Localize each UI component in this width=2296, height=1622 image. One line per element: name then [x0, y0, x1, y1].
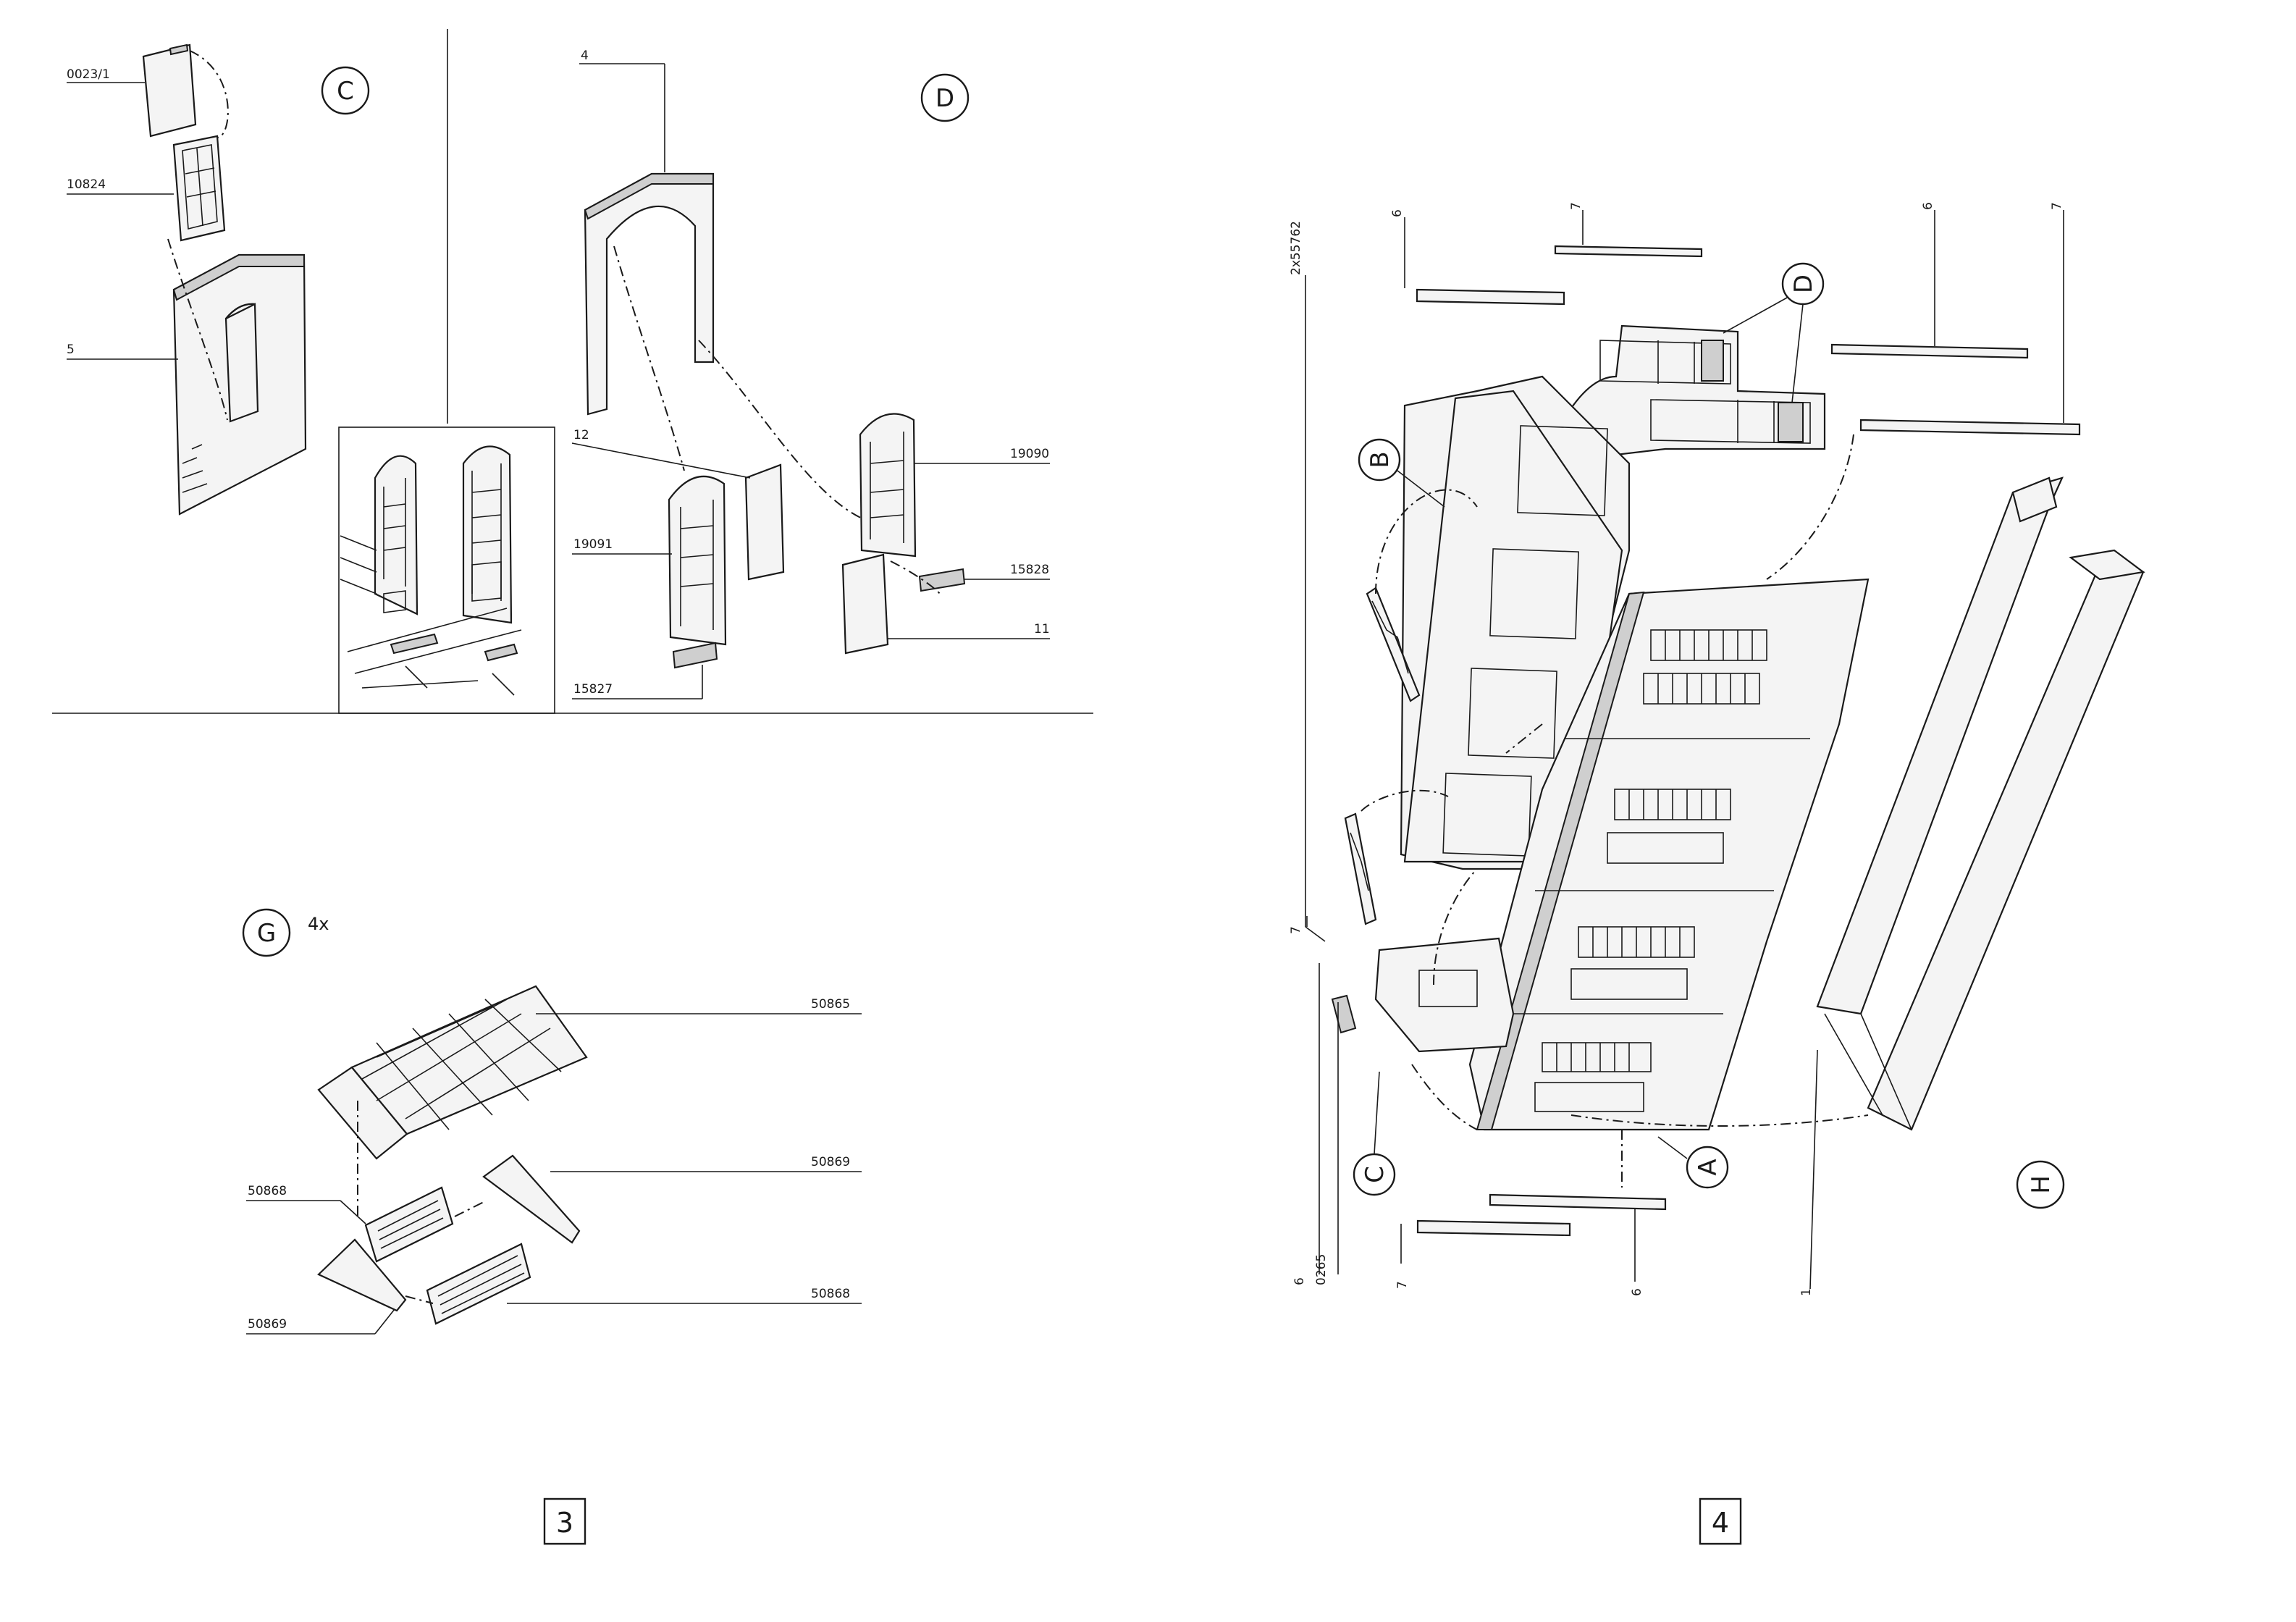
section-d-marker: D — [922, 75, 968, 121]
label-hinge-left: 15827 — [573, 682, 613, 697]
label-strip-7-top: 7 — [1569, 202, 1584, 210]
svg-text:C: C — [1361, 1166, 1389, 1183]
label-arch-wall: 4 — [581, 49, 589, 63]
page-number-4: 4 — [1700, 1499, 1741, 1544]
callout-a: A — [1658, 1137, 1728, 1188]
label-glass: 11 — [1034, 622, 1050, 636]
label-strip-6-right: 6 — [1921, 202, 1935, 210]
callout-c: C — [1354, 1072, 1395, 1195]
label-door-panel: 12 — [573, 428, 589, 442]
gable-end-part — [1332, 938, 1513, 1051]
label-bottom-6: 6 — [1292, 1277, 1307, 1285]
label-bottom-0265: 0265 — [1314, 1254, 1329, 1285]
base-frame-part — [1817, 478, 2143, 1130]
label-vent-lower: 50868 — [811, 1287, 850, 1301]
section-c: C 0023/1 10824 5 — [67, 45, 369, 514]
label-truss-7: 7 — [1289, 926, 1303, 934]
svg-text:G: G — [257, 919, 276, 948]
svg-text:D: D — [935, 84, 954, 113]
label-frame-1: 1 — [1799, 1288, 1814, 1296]
label-roof: 50865 — [811, 997, 850, 1012]
roof-part — [319, 986, 586, 1159]
section-h-marker: H — [2017, 1161, 2064, 1208]
arch-wall-part — [585, 174, 713, 414]
glass-pane — [143, 45, 195, 136]
page-number-3: 3 — [544, 1499, 585, 1544]
svg-text:H: H — [2027, 1175, 2056, 1194]
label-bottom-7: 7 — [1395, 1281, 1410, 1289]
svg-text:C: C — [337, 77, 354, 106]
label-door-left: 19091 — [573, 537, 613, 552]
label-gable-lower: 50869 — [248, 1317, 287, 1332]
label-top-count: 2x55762 — [1289, 221, 1303, 275]
gable-vent-assembly — [319, 1156, 579, 1324]
section-g-marker: G — [243, 909, 290, 956]
door-detail-inset — [340, 446, 521, 695]
bottom-strips — [1401, 1195, 1665, 1282]
label-wall: 5 — [67, 343, 75, 357]
door-left-part — [669, 465, 783, 668]
label-hinge-right: 15828 — [1010, 563, 1049, 577]
label-strip-6-top: 6 — [1390, 209, 1405, 217]
section-g: G 4x 50865 50869 50868 50869 — [243, 909, 862, 1334]
window-frame-part — [174, 136, 224, 240]
label-vent-upper: 50868 — [248, 1184, 287, 1198]
label-gable-upper: 50869 — [811, 1155, 850, 1169]
svg-text:3: 3 — [556, 1507, 573, 1539]
svg-text:B: B — [1366, 451, 1395, 468]
label-strip-7-right: 7 — [2050, 202, 2064, 210]
section-c-marker: C — [322, 67, 369, 114]
svg-text:A: A — [1694, 1159, 1723, 1175]
label-window: 10824 — [67, 177, 106, 192]
label-bottom-6b: 6 — [1630, 1288, 1644, 1296]
section-d: D 4 12 19090 — [572, 49, 1050, 699]
label-door-right: 19090 — [1010, 447, 1049, 461]
svg-text:D: D — [1789, 274, 1818, 293]
label-pane: 0023/1 — [67, 67, 110, 82]
door-right-part — [843, 414, 964, 653]
section-h: 2x55762 6 7 6 7 — [1289, 202, 2143, 1296]
svg-text:4: 4 — [1712, 1507, 1729, 1539]
section-g-multiplier: 4x — [308, 914, 329, 934]
wall-part — [174, 255, 306, 514]
